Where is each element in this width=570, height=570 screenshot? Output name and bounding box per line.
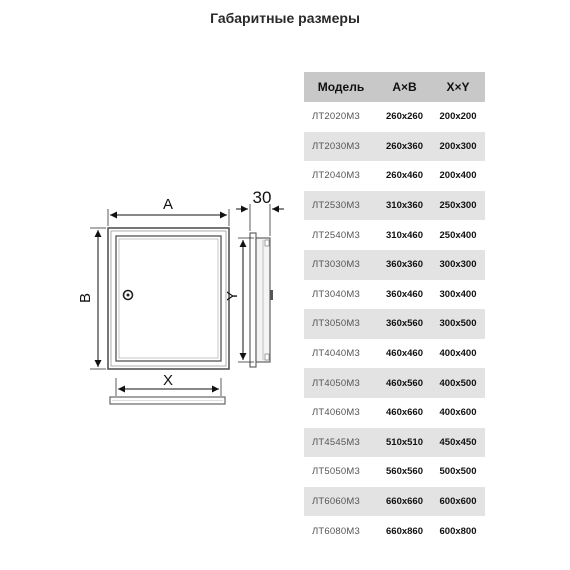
cell-model: ЛТ2040М3 bbox=[312, 170, 360, 182]
cell-ab: 260х360 bbox=[378, 131, 431, 162]
header-xy: X×Y bbox=[431, 72, 485, 102]
door-panel bbox=[115, 235, 222, 362]
cell-xy: 400х600 bbox=[439, 407, 477, 419]
door-panel-inner bbox=[118, 238, 219, 359]
cell-model: ЛТ2030М3 bbox=[304, 131, 378, 162]
cell-ab: 310х460 bbox=[386, 229, 423, 241]
cell-model: ЛТ5050М3 bbox=[312, 466, 360, 478]
frame-inner-edge bbox=[110, 230, 227, 367]
header-ab: A×B bbox=[378, 72, 431, 102]
hatch-dimension-drawing: A B X 30 Y bbox=[77, 188, 284, 405]
cell-model: ЛТ2540М3 bbox=[312, 229, 360, 241]
cell-xy: 250х400 bbox=[439, 229, 477, 241]
cell-ab: 360х460 bbox=[386, 288, 423, 300]
table-row: ЛТ2020М3 260х260 200х200 bbox=[304, 102, 485, 132]
cell-model: ЛТ4050М3 bbox=[304, 368, 378, 398]
cell-ab: 460х660 bbox=[386, 407, 423, 419]
cell-xy: 200х300 bbox=[431, 131, 485, 162]
table-row: ЛТ4060М3 460х660 400х600 bbox=[304, 398, 485, 428]
dimension-b-label: B bbox=[77, 293, 94, 303]
cell-ab: 660х660 bbox=[378, 486, 431, 517]
cell-xy: 300х500 bbox=[431, 309, 485, 339]
table-row: ЛТ2040М3 260х460 200х400 bbox=[304, 161, 485, 191]
cell-model: ЛТ3050М3 bbox=[304, 309, 378, 339]
table-row: ЛТ4040М3 460х460 400х400 bbox=[304, 339, 485, 369]
cell-ab: 260х460 bbox=[386, 170, 423, 182]
dimension-y-label: Y bbox=[224, 291, 241, 301]
cell-xy: 400х400 bbox=[439, 348, 477, 360]
table-header-row: Модель A×B X×Y bbox=[304, 72, 485, 102]
cell-ab: 460х460 bbox=[386, 348, 423, 360]
cell-ab: 460х560 bbox=[378, 368, 431, 398]
cell-xy: 250х300 bbox=[431, 190, 485, 221]
page-title: Габаритные размеры bbox=[210, 10, 360, 26]
table-row: ЛТ5050М3 560х560 500х500 bbox=[304, 457, 485, 487]
cell-ab: 260х260 bbox=[386, 111, 423, 123]
cell-ab: 360х560 bbox=[378, 309, 431, 339]
cell-model: ЛТ4060М3 bbox=[312, 407, 360, 419]
side-view-lock bbox=[270, 290, 273, 300]
header-model: Модель bbox=[304, 72, 378, 102]
table-row: ЛТ3040М3 360х460 300х400 bbox=[304, 280, 485, 310]
cell-ab: 560х560 bbox=[386, 466, 423, 478]
cell-xy: 450х450 bbox=[431, 427, 485, 458]
cell-model: ЛТ6080М3 bbox=[312, 525, 360, 537]
cell-xy: 600х600 bbox=[431, 486, 485, 517]
cell-xy: 200х200 bbox=[439, 111, 477, 123]
cell-xy: 400х500 bbox=[431, 368, 485, 398]
table-row: ЛТ6080М3 660х860 600х800 bbox=[304, 516, 485, 546]
cell-ab: 310х360 bbox=[378, 190, 431, 221]
dimension-depth-label: 30 bbox=[253, 188, 272, 207]
cell-ab: 510х510 bbox=[378, 427, 431, 458]
side-view-flange bbox=[249, 232, 257, 368]
dimension-x-label: X bbox=[163, 372, 173, 389]
cell-ab: 360х360 bbox=[378, 249, 431, 280]
cell-model: ЛТ6060М3 bbox=[304, 486, 378, 517]
cell-model: ЛТ2530М3 bbox=[304, 190, 378, 221]
cell-model: ЛТ3030М3 bbox=[304, 249, 378, 280]
cell-model: ЛТ2020М3 bbox=[312, 111, 360, 123]
dimension-a-label: A bbox=[163, 196, 173, 213]
cell-xy: 200х400 bbox=[439, 170, 477, 182]
cell-model: ЛТ4545М3 bbox=[304, 427, 378, 458]
cell-ab: 660х860 bbox=[386, 525, 423, 537]
cell-xy: 300х400 bbox=[439, 288, 477, 300]
cell-xy: 500х500 bbox=[439, 466, 477, 478]
cell-model: ЛТ4040М3 bbox=[312, 348, 360, 360]
cell-xy: 600х800 bbox=[439, 525, 477, 537]
cell-model: ЛТ3040М3 bbox=[312, 288, 360, 300]
table-row: ЛТ2540М3 310х460 250х400 bbox=[304, 220, 485, 250]
cell-xy: 300х300 bbox=[431, 249, 485, 280]
